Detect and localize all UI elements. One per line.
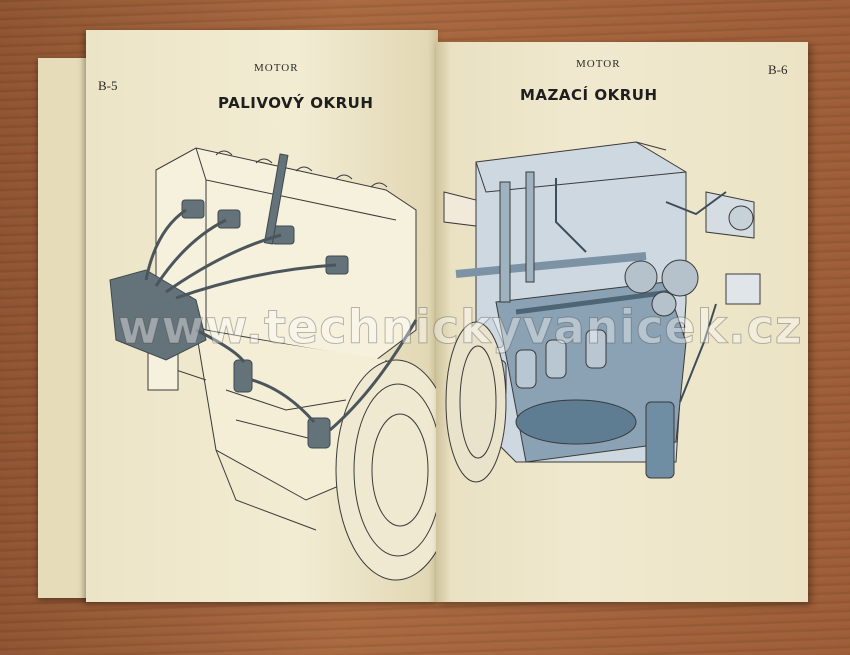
right-page: MOTOR B-6 MAZACÍ OKRUH — [436, 42, 808, 602]
watermark: www.technickyvanicek.cz — [118, 300, 803, 355]
section-title-lubrication: MAZACÍ OKRUH — [520, 86, 658, 104]
fuel-system-illustration — [109, 147, 438, 581]
running-head-right: MOTOR — [576, 58, 621, 70]
page-number-right: B-6 — [768, 62, 788, 77]
section-title-fuel: PALIVOVÝ OKRUH — [218, 94, 374, 112]
running-head-left: MOTOR — [254, 62, 299, 74]
page-number-left: B-5 — [98, 78, 118, 93]
left-page: B-5 MOTOR PALIVOVÝ OKRUH — [86, 30, 438, 602]
lubrication-system-illustration — [443, 141, 761, 483]
